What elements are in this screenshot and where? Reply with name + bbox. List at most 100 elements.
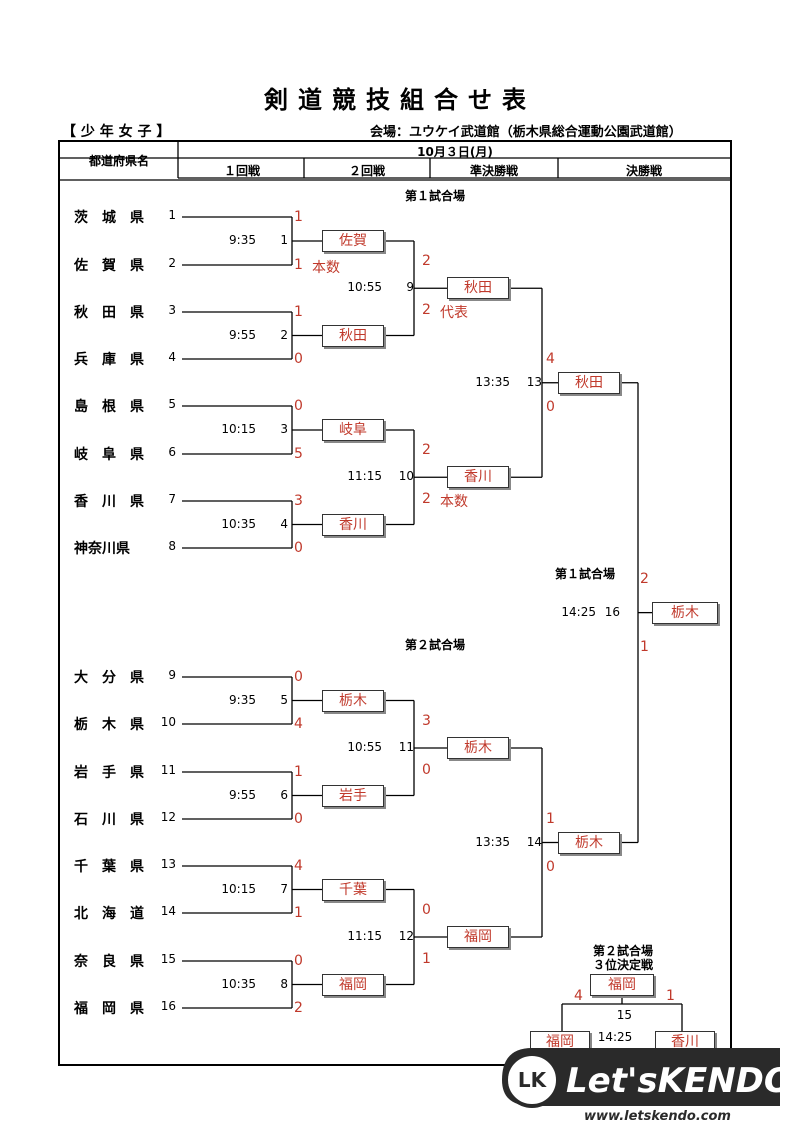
match-time: 11:15 bbox=[347, 469, 382, 484]
score: 0 bbox=[294, 540, 303, 556]
header-round-2: ２回戦 bbox=[348, 164, 385, 178]
final-court-label: 第１試合場 bbox=[554, 567, 615, 581]
entrant-seed: 7 bbox=[168, 492, 176, 506]
entrant-seed: 15 bbox=[160, 952, 176, 966]
entrant-seed: 6 bbox=[168, 445, 176, 459]
entrant-seed: 11 bbox=[160, 763, 176, 777]
venue-label: 会場：ユウケイ武道館（栃木県総合運動公園武道館） bbox=[370, 125, 682, 140]
third-court-label: 第２試合場 bbox=[592, 944, 653, 958]
page-title: 剣道競技組合せ表 bbox=[264, 86, 536, 114]
score: 4 bbox=[546, 350, 555, 367]
score: 2 bbox=[640, 570, 649, 587]
svg-text:Let'sKENDO!: Let'sKENDO! bbox=[566, 1061, 788, 1101]
entrant-name: 奈 良 県 bbox=[74, 954, 144, 970]
match-number: 8 bbox=[280, 976, 288, 991]
entrant-name: 北 海 道 bbox=[74, 906, 144, 922]
score: 1 bbox=[294, 905, 303, 921]
match-number: 1 bbox=[280, 233, 288, 247]
entrant-seed: 8 bbox=[168, 539, 176, 553]
score: 0 bbox=[294, 953, 303, 969]
entrant-seed: 13 bbox=[160, 857, 176, 871]
match-time: 9:55 bbox=[229, 327, 256, 342]
match-number: 11 bbox=[398, 740, 414, 754]
winner-box: 秋田 bbox=[447, 277, 509, 300]
match-number: 3 bbox=[280, 422, 288, 436]
entrant-name: 大 分 県 bbox=[74, 670, 144, 686]
match-number: 5 bbox=[280, 692, 288, 707]
entrant-seed: 12 bbox=[160, 810, 176, 824]
match-time: 14:25 bbox=[561, 604, 596, 619]
score: 1 bbox=[294, 764, 303, 780]
score: 3 bbox=[294, 493, 303, 509]
score: 1 bbox=[640, 638, 649, 655]
match-time: 10:15 bbox=[221, 422, 256, 436]
winner-box: 福岡 bbox=[447, 926, 509, 948]
score: 4 bbox=[574, 988, 583, 1004]
svg-text:LK: LK bbox=[518, 1068, 548, 1092]
match-time: 10:55 bbox=[347, 280, 382, 295]
entrant-name: 佐 賀 県 bbox=[74, 258, 144, 274]
score: 1 bbox=[666, 988, 675, 1004]
match-time: 10:35 bbox=[221, 516, 256, 531]
winner-box: 栃木 bbox=[447, 737, 509, 759]
third-winner-box: 福岡 bbox=[590, 974, 654, 996]
entrant-name: 香 川 県 bbox=[74, 494, 144, 510]
score: 0 bbox=[546, 398, 555, 415]
result-note: 本数 bbox=[312, 260, 340, 276]
court2-label: 第２試合場 bbox=[404, 638, 465, 652]
entrant-seed: 2 bbox=[168, 256, 176, 270]
match-number: 9 bbox=[406, 280, 414, 295]
score: 2 bbox=[422, 301, 431, 318]
header-round-final: 決勝戦 bbox=[625, 164, 662, 178]
entrant-name: 秋 田 県 bbox=[74, 305, 144, 321]
score: 1 bbox=[294, 209, 303, 225]
match-number: 10 bbox=[398, 469, 414, 484]
winner-box: 岩手 bbox=[322, 784, 384, 807]
result-note: 代表 bbox=[440, 304, 468, 321]
entrant-name: 福 岡 県 bbox=[74, 1001, 144, 1017]
match-time: 13:35 bbox=[475, 374, 510, 389]
winner-box: 佐賀 bbox=[322, 230, 384, 252]
lets-kendo-logo: LK Let'sKENDO! www.letskendo.com bbox=[502, 1048, 788, 1124]
match-number: 4 bbox=[280, 516, 288, 531]
winner-box: 香川 bbox=[322, 513, 384, 536]
match-time: 10:55 bbox=[347, 740, 382, 754]
match-time: 9:35 bbox=[229, 692, 256, 707]
match-time: 9:35 bbox=[229, 233, 256, 247]
match-time: 13:35 bbox=[475, 834, 510, 849]
bracket-frame bbox=[58, 140, 732, 1066]
winner-box: 秋田 bbox=[322, 324, 384, 347]
entrant-seed: 14 bbox=[160, 904, 176, 918]
score: 2 bbox=[294, 1000, 303, 1016]
score: 2 bbox=[422, 253, 431, 269]
match-number: 2 bbox=[280, 327, 288, 342]
match-time: 11:15 bbox=[347, 929, 382, 943]
entrant-seed: 1 bbox=[168, 208, 176, 222]
score: 0 bbox=[546, 858, 555, 875]
header-round-semis: 準決勝戦 bbox=[469, 164, 518, 178]
score: 0 bbox=[422, 901, 431, 918]
entrant-seed: 5 bbox=[168, 397, 176, 411]
score: 0 bbox=[294, 351, 303, 367]
header-date: 10月３日(月) bbox=[417, 145, 493, 159]
score: 1 bbox=[294, 304, 303, 320]
score: 1 bbox=[294, 257, 303, 273]
score: 5 bbox=[294, 446, 303, 462]
third-place-label: ３位決定戦 bbox=[592, 958, 653, 972]
entrant-seed: 10 bbox=[160, 715, 176, 729]
entrant-name: 兵 庫 県 bbox=[74, 352, 144, 368]
entrant-seed: 16 bbox=[160, 999, 176, 1013]
score: 1 bbox=[546, 810, 555, 827]
match-number: 15 bbox=[616, 1008, 632, 1022]
match-time: 10:15 bbox=[221, 881, 256, 896]
score: 2 bbox=[422, 442, 431, 458]
svg-text:www.letskendo.com: www.letskendo.com bbox=[584, 1109, 731, 1124]
entrant-seed: 9 bbox=[168, 668, 176, 682]
match-time: 9:55 bbox=[229, 787, 256, 802]
score: 4 bbox=[294, 716, 303, 732]
winner-box: 香川 bbox=[447, 466, 509, 489]
entrant-name: 岩 手 県 bbox=[74, 765, 144, 781]
winner-box: 岐阜 bbox=[322, 419, 384, 441]
entrant-name: 千 葉 県 bbox=[74, 859, 144, 875]
